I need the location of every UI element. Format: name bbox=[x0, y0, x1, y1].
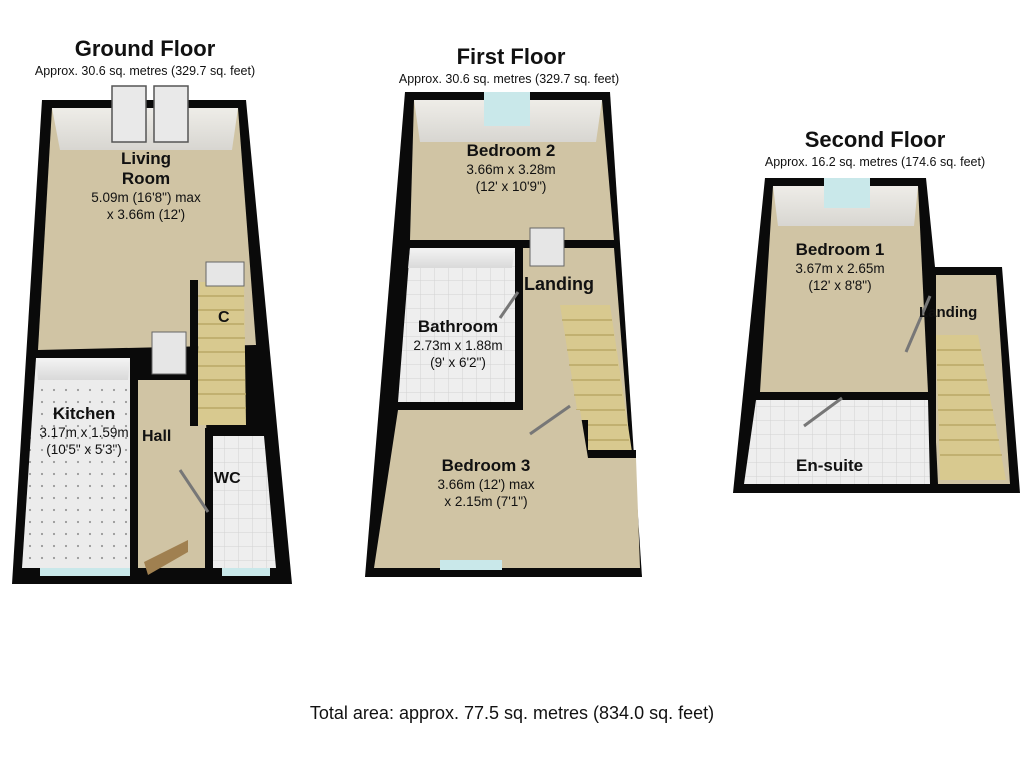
en-suite-floor bbox=[744, 400, 930, 484]
wc-label: WC bbox=[214, 470, 241, 487]
second-floor-area: Approx. 16.2 sq. metres (174.6 sq. feet) bbox=[764, 155, 986, 169]
bedroom-1-dim-2: (12' x 8'8") bbox=[808, 278, 872, 293]
bedroom-3-label: Bedroom 3 3.66m (12') max x 2.15m (7'1") bbox=[404, 456, 568, 510]
living-room-name-1: Living bbox=[120, 149, 172, 168]
first-floor-title: First Floor bbox=[456, 44, 566, 69]
wc-floor bbox=[213, 436, 276, 568]
kitchen-name: Kitchen bbox=[52, 404, 116, 423]
en-suite-label: En-suite bbox=[796, 456, 864, 475]
total-area: Total area: approx. 77.5 sq. metres (834… bbox=[309, 703, 715, 723]
bedroom-3-dim-2: x 2.15m (7'1") bbox=[444, 494, 528, 509]
bedroom-3-dim-1: 3.66m (12') max bbox=[437, 477, 535, 492]
bedroom-2-label: Bedroom 2 3.66m x 3.28m (12' x 10'9") bbox=[436, 141, 586, 195]
hall-floor bbox=[138, 380, 210, 568]
bathroom-dim-1: 2.73m x 1.88m bbox=[413, 338, 503, 353]
bedroom-3-floor bbox=[374, 410, 640, 568]
first-floor-plan bbox=[365, 92, 642, 577]
living-room-label: Living Room 5.09m (16'8") max x 3.66m (1… bbox=[58, 149, 234, 223]
second-floor-plan bbox=[733, 178, 1020, 493]
second-floor-title: Second Floor bbox=[804, 127, 946, 152]
bedroom-1-dim-1: 3.67m x 2.65m bbox=[795, 261, 885, 276]
ground-stairs bbox=[190, 280, 246, 426]
bathroom-name: Bathroom bbox=[417, 317, 499, 336]
bedroom-3-name: Bedroom 3 bbox=[441, 456, 531, 475]
bedroom-2-dim-1: 3.66m x 3.28m bbox=[466, 162, 556, 177]
bedroom-1-floor bbox=[760, 186, 928, 392]
ground-floor-title: Ground Floor bbox=[74, 36, 216, 61]
kitchen-dim-2: (10'5" x 5'3") bbox=[46, 442, 122, 457]
first-landing-label: Landing bbox=[524, 274, 594, 294]
bathroom-dim-2: (9' x 6'2") bbox=[430, 355, 486, 370]
cupboard-label: C bbox=[218, 309, 230, 326]
kitchen-floor bbox=[22, 358, 132, 568]
hall-label: Hall bbox=[142, 428, 172, 445]
bedroom-2-name: Bedroom 2 bbox=[466, 141, 556, 160]
first-floor-area: Approx. 30.6 sq. metres (329.7 sq. feet) bbox=[398, 72, 620, 86]
second-landing-label: Landing bbox=[919, 304, 978, 321]
living-room-name-2: Room bbox=[121, 169, 171, 188]
living-room-dim-1: 5.09m (16'8") max bbox=[91, 190, 201, 205]
kitchen-label: Kitchen 3.17m x 1.59m (10'5" x 5'3") bbox=[20, 404, 148, 458]
bedroom-2-dim-2: (12' x 10'9") bbox=[475, 179, 547, 194]
bathroom-floor bbox=[398, 248, 515, 402]
bedroom-1-label: Bedroom 1 3.67m x 2.65m (12' x 8'8") bbox=[770, 240, 910, 294]
ground-floor-plan bbox=[12, 85, 292, 584]
bathroom-label: Bathroom 2.73m x 1.88m (9' x 6'2") bbox=[394, 317, 522, 371]
bedroom-1-name: Bedroom 1 bbox=[795, 240, 885, 259]
kitchen-dim-1: 3.17m x 1.59m bbox=[39, 425, 129, 440]
ground-floor-area: Approx. 30.6 sq. metres (329.7 sq. feet) bbox=[34, 64, 256, 78]
second-stairs bbox=[936, 335, 1006, 480]
living-room-dim-2: x 3.66m (12') bbox=[106, 207, 186, 222]
